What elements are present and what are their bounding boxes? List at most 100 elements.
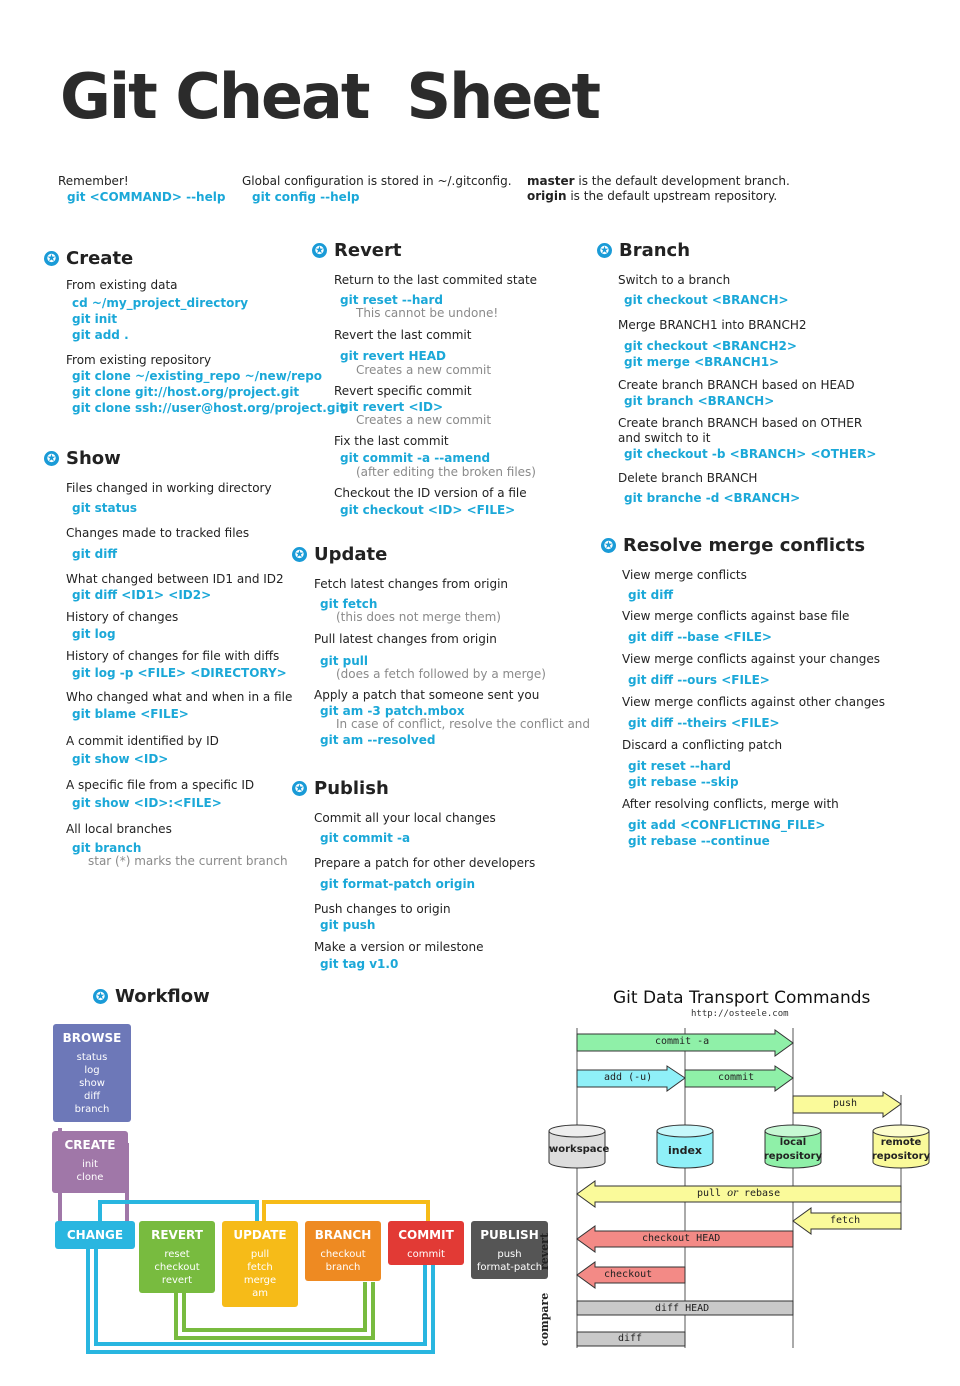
revert-desc: Fix the last commit bbox=[334, 434, 449, 448]
revert-sub: This cannot be undone! bbox=[356, 306, 499, 320]
publish-heading-label: Publish bbox=[314, 778, 389, 799]
label-pull-rebase: pull or rebase bbox=[697, 1188, 780, 1199]
branch-cmd: git branch <BRANCH> bbox=[624, 394, 775, 408]
resolve-desc: After resolving conflicts, merge with bbox=[622, 797, 839, 811]
local-repository-label: local repository bbox=[761, 1136, 825, 1164]
update-line: pull bbox=[250, 1249, 270, 1260]
publish-line: push bbox=[497, 1249, 522, 1260]
workspace-cylinder bbox=[548, 1124, 606, 1169]
label-rebase: rebase bbox=[743, 1188, 781, 1199]
publish-heading: ✪ Publish bbox=[292, 778, 389, 799]
update-heading-label: Update bbox=[314, 544, 388, 565]
arrow-commit-a bbox=[576, 1029, 794, 1057]
publish-desc: Make a version or milestone bbox=[314, 940, 484, 954]
index-cylinder bbox=[656, 1124, 714, 1169]
star-icon: ✪ bbox=[597, 243, 612, 258]
resolve-cmd: git diff --ours <FILE> bbox=[628, 673, 770, 687]
commit-line: commit bbox=[407, 1249, 445, 1260]
update-line: am bbox=[252, 1288, 268, 1299]
remote-label-line: remote bbox=[880, 1137, 922, 1148]
show-desc: History of changes for file with diffs bbox=[66, 649, 280, 663]
resolve-cmd: git rebase --continue bbox=[628, 834, 770, 848]
publish-line: format-patch bbox=[476, 1262, 543, 1273]
transport-url: http://osteele.com bbox=[691, 1009, 789, 1019]
workflow-commit-box: COMMIT commit bbox=[388, 1221, 464, 1265]
browse-line: show bbox=[79, 1078, 105, 1089]
publish-cmd: git commit -a bbox=[320, 831, 411, 845]
branch-title: BRANCH bbox=[314, 1228, 372, 1242]
label-diff-head: diff HEAD bbox=[655, 1303, 710, 1314]
create-cmd: git clone ssh://user@host.org/project.gi… bbox=[72, 401, 346, 415]
workspace-label: workspace bbox=[549, 1144, 610, 1155]
local-label-line: repository bbox=[763, 1151, 823, 1162]
arrow-push bbox=[792, 1091, 902, 1118]
remote-repository-cylinder bbox=[872, 1124, 930, 1169]
workflow-browse-box: BROWSE status log show diff branch bbox=[53, 1024, 131, 1122]
branch-heading-label: Branch bbox=[619, 240, 691, 261]
resolve-desc: View merge conflicts against base file bbox=[622, 609, 850, 623]
create-existing-data: From existing data bbox=[66, 278, 178, 292]
show-desc: What changed between ID1 and ID2 bbox=[66, 572, 284, 586]
star-icon: ✪ bbox=[292, 547, 307, 562]
origin-bold: origin bbox=[527, 189, 567, 203]
show-cmd: git log bbox=[72, 627, 116, 641]
branch-line: checkout bbox=[320, 1249, 366, 1260]
star-icon: ✪ bbox=[312, 243, 327, 258]
resolve-desc: View merge conflicts against other chang… bbox=[622, 695, 885, 709]
browse-line: log bbox=[84, 1065, 100, 1076]
label-checkout-head: checkout HEAD bbox=[642, 1233, 721, 1244]
update-desc: Fetch latest changes from origin bbox=[314, 577, 509, 591]
revert-cmd: git reset --hard bbox=[340, 293, 443, 307]
star-icon: ✪ bbox=[44, 251, 59, 266]
browse-line: status bbox=[76, 1052, 108, 1063]
browse-line: diff bbox=[83, 1091, 100, 1102]
revert-desc: Checkout the ID version of a file bbox=[334, 486, 527, 500]
create-cmd: git clone ~/existing_repo ~/new/repo bbox=[72, 369, 323, 383]
branch-heading: ✪ Branch bbox=[597, 240, 690, 261]
show-desc: A commit identified by ID bbox=[66, 734, 219, 748]
show-cmd: git log -p <FILE> <DIRECTORY> bbox=[72, 666, 287, 680]
star-icon: ✪ bbox=[292, 781, 307, 796]
show-heading-label: Show bbox=[66, 448, 121, 469]
show-cmd: git show <ID> bbox=[72, 752, 169, 766]
publish-desc: Commit all your local changes bbox=[314, 811, 496, 825]
show-desc: All local branches bbox=[66, 822, 172, 836]
create-existing-repo: From existing repository bbox=[66, 353, 212, 367]
remember-note: Remember! bbox=[58, 174, 129, 188]
revert-desc: Return to the last commited state bbox=[334, 273, 538, 287]
origin-note: origin is the default upstream repositor… bbox=[527, 189, 777, 203]
change-title: CHANGE bbox=[66, 1228, 124, 1242]
revert-title: REVERT bbox=[151, 1228, 203, 1242]
star-icon: ✪ bbox=[93, 989, 108, 1004]
branch-cmd: git branche -d <BRANCH> bbox=[624, 491, 801, 505]
resolve-cmd: git reset --hard bbox=[628, 759, 731, 773]
create-cmd: git clone git://host.org/project.git bbox=[72, 385, 300, 399]
show-desc: A specific file from a specific ID bbox=[66, 778, 255, 792]
title-word-1: Git Cheat bbox=[60, 60, 371, 133]
workflow-publish-box: PUBLISH push format-patch bbox=[471, 1221, 548, 1279]
branch-line: branch bbox=[325, 1262, 361, 1273]
master-rest: is the default development branch. bbox=[574, 174, 790, 188]
label-commit: commit bbox=[718, 1072, 755, 1083]
transport-diagram bbox=[548, 1028, 930, 1348]
workflow-revert-box: REVERT reset checkout revert bbox=[139, 1221, 215, 1293]
revert-line: checkout bbox=[154, 1262, 200, 1273]
label-commit-a: commit -a bbox=[655, 1036, 710, 1047]
show-cmd: git diff bbox=[72, 547, 118, 561]
label-or: or bbox=[727, 1188, 738, 1199]
revert-cmd: git commit -a --amend bbox=[340, 451, 491, 465]
revert-desc: Revert specific commit bbox=[334, 384, 472, 398]
commit-title: COMMIT bbox=[398, 1228, 454, 1242]
show-heading: ✪Show bbox=[44, 448, 121, 469]
update-sub: In case of conflict, resolve the conflic… bbox=[336, 717, 591, 731]
label-add: add (-u) bbox=[604, 1072, 653, 1083]
resolve-cmd: git diff bbox=[628, 588, 674, 602]
update-desc: Pull latest changes from origin bbox=[314, 632, 497, 646]
arrow-add bbox=[576, 1065, 686, 1092]
create-heading: ✪Create bbox=[44, 248, 133, 269]
branch-desc-2: and switch to it bbox=[618, 431, 711, 445]
label-checkout: checkout bbox=[604, 1269, 653, 1280]
resolve-desc: View merge conflicts against your change… bbox=[622, 652, 880, 666]
publish-title: PUBLISH bbox=[480, 1228, 539, 1242]
